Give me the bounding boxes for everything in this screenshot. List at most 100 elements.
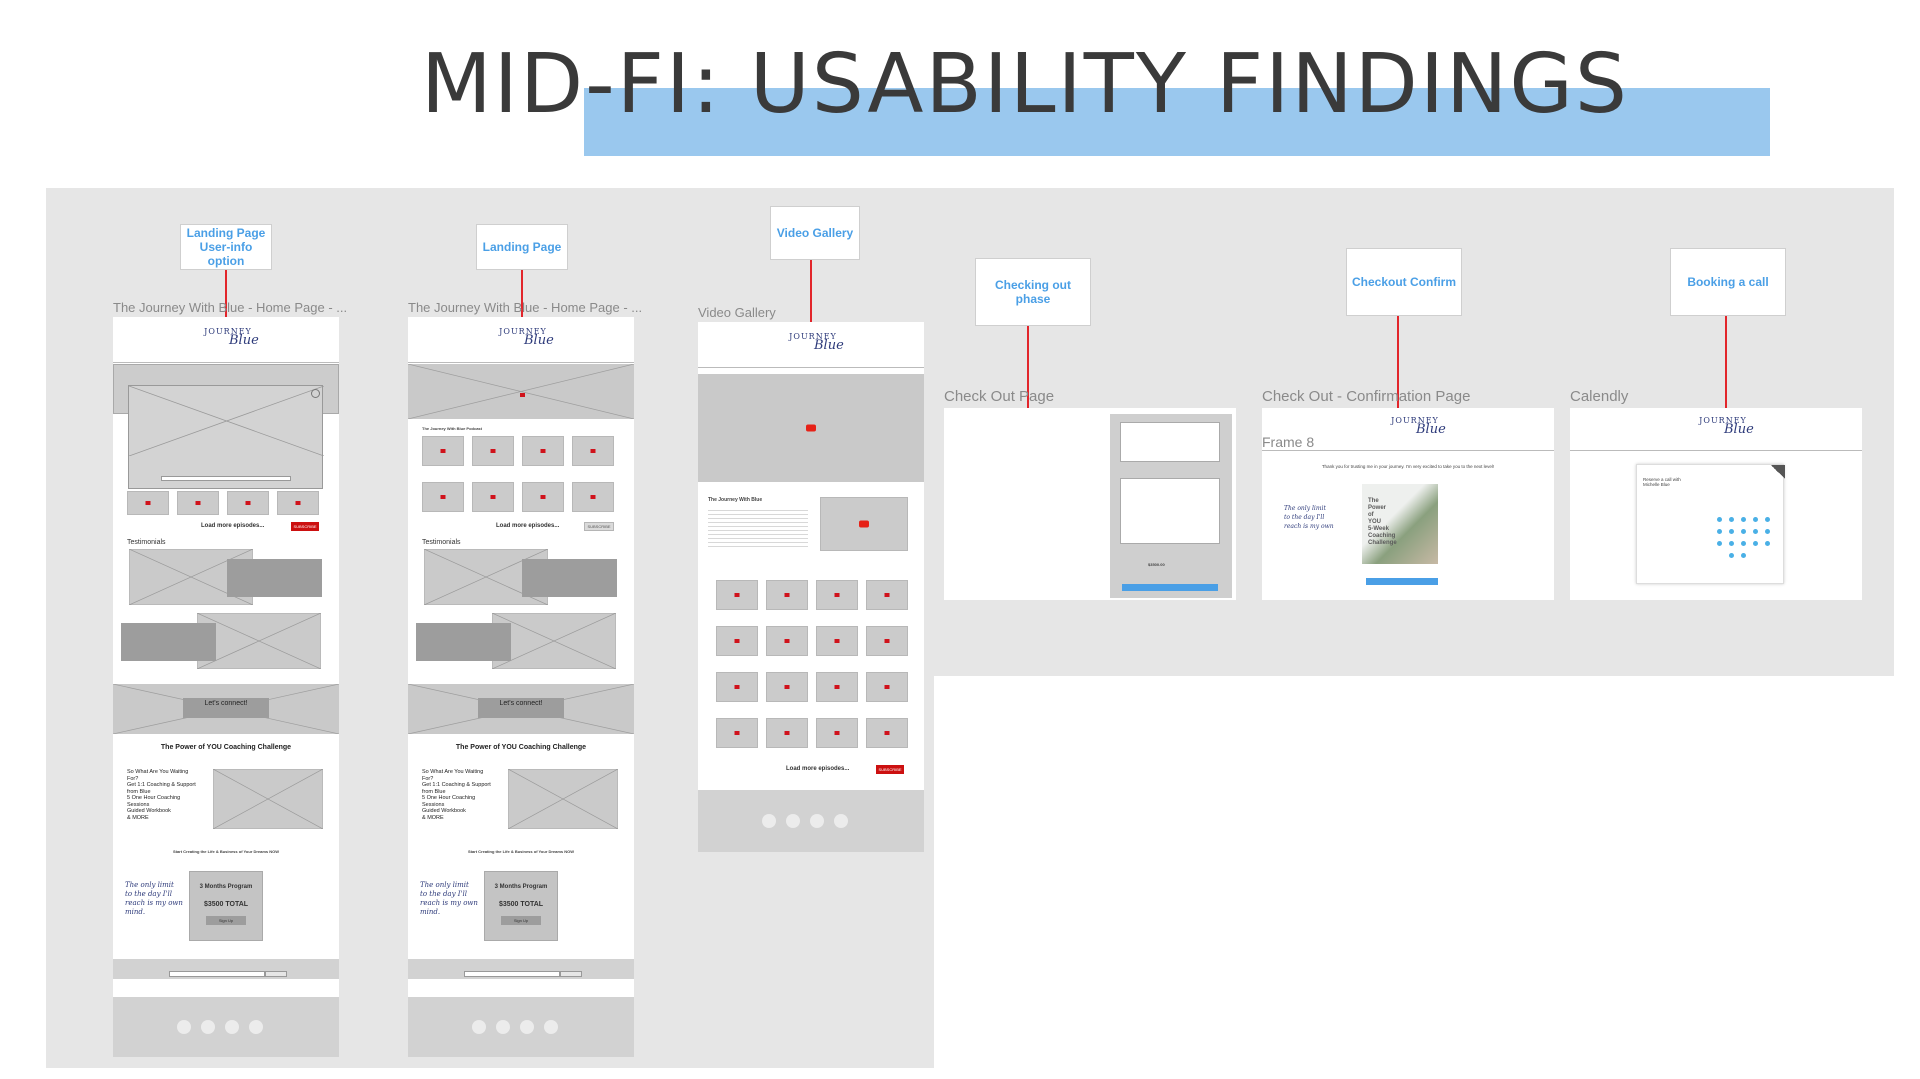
video-thumbnail[interactable] <box>716 626 758 656</box>
video-thumbnail[interactable] <box>766 580 808 610</box>
testimonials-heading: Testimonials <box>422 539 461 546</box>
social-icon[interactable] <box>201 1020 215 1034</box>
newsletter-email-field[interactable] <box>464 971 560 977</box>
social-icon[interactable] <box>249 1020 263 1034</box>
newsletter-submit-button[interactable] <box>265 971 287 977</box>
video-thumbnail[interactable] <box>766 718 808 748</box>
frame-title-confirm: Check Out - Confirmation Page <box>1262 388 1471 405</box>
challenge-heading: The Power of YOU Coaching Challenge <box>160 744 292 751</box>
video-thumbnail[interactable] <box>866 718 908 748</box>
newsletter-submit-button[interactable] <box>560 971 582 977</box>
schedule-call-button[interactable] <box>1366 578 1438 585</box>
email-field[interactable] <box>161 476 291 481</box>
sign-up-button[interactable]: Sign Up <box>206 916 246 925</box>
video-thumbnail[interactable] <box>866 626 908 656</box>
footer <box>113 997 339 1057</box>
testimonial-card <box>522 559 617 597</box>
social-icon[interactable] <box>177 1020 191 1034</box>
play-icon[interactable] <box>806 424 816 432</box>
load-more-link[interactable]: Load more episodes... <box>496 523 560 529</box>
episode-thumbnail[interactable] <box>177 491 219 515</box>
nav-bar <box>1262 450 1554 451</box>
checkout-button[interactable] <box>1122 584 1218 591</box>
lets-connect-button[interactable]: Let's connect! <box>183 698 269 718</box>
newsletter-email-field[interactable] <box>169 971 265 977</box>
program-card: 3 Months Program $3500 TOTAL Sign Up <box>189 871 263 941</box>
frame-title-calendly: Calendly <box>1570 388 1629 405</box>
episode-thumbnail[interactable] <box>472 436 514 466</box>
checkout-panel: $3500.00 <box>1110 414 1232 598</box>
frame-title-video: Video Gallery <box>698 305 776 320</box>
video-thumbnail[interactable] <box>716 580 758 610</box>
program-card: 3 Months Program $3500 TOTAL Sign Up <box>484 871 558 941</box>
episode-thumbnail[interactable] <box>227 491 269 515</box>
social-icon[interactable] <box>810 814 824 828</box>
sign-up-button[interactable]: Sign Up <box>501 916 541 925</box>
hero-marker <box>520 393 525 397</box>
testimonial-card <box>121 623 216 661</box>
callout-landing[interactable]: Landing Page <box>476 224 568 270</box>
social-icon[interactable] <box>520 1020 534 1034</box>
testimonial-card <box>227 559 322 597</box>
featured-video[interactable] <box>698 374 924 482</box>
logo: JOURNEY Blue <box>499 327 554 348</box>
load-more-link[interactable]: Load more episodes... <box>786 766 850 772</box>
nav-bar <box>408 362 634 363</box>
video-thumbnail[interactable] <box>866 580 908 610</box>
episode-thumbnail[interactable] <box>522 482 564 512</box>
video-thumbnail[interactable] <box>716 718 758 748</box>
callout-landing-user-info[interactable]: Landing Page User-info option <box>180 224 272 270</box>
social-icon[interactable] <box>472 1020 486 1034</box>
page-title: MID-FI: USABILITY FINDINGS <box>421 37 1629 132</box>
episode-thumbnail[interactable] <box>572 482 614 512</box>
episode-thumbnail[interactable] <box>422 436 464 466</box>
video-thumbnail[interactable] <box>816 580 858 610</box>
reserve-call-text: Reserve a call with Michelle Blue <box>1643 477 1681 487</box>
start-creating-line: Start Creating the Life & Business of Yo… <box>172 849 280 854</box>
callout-booking-call[interactable]: Booking a call <box>1670 248 1786 316</box>
episode-thumbnail[interactable] <box>572 436 614 466</box>
thank-you-message: Thank you for trusting me in your journe… <box>1321 464 1495 469</box>
user-info-modal <box>128 385 324 489</box>
episode-thumbnail[interactable] <box>277 491 319 515</box>
challenge-image-placeholder <box>213 769 323 829</box>
calendly-widget[interactable]: Reserve a call with Michelle Blue <box>1636 464 1785 584</box>
callout-checkout-confirm[interactable]: Checkout Confirm <box>1346 248 1462 316</box>
episode-thumbnail[interactable] <box>522 436 564 466</box>
video-thumbnail[interactable] <box>816 672 858 702</box>
video-thumbnail[interactable] <box>716 672 758 702</box>
social-icon[interactable] <box>225 1020 239 1034</box>
callout-checking-out[interactable]: Checking out phase <box>975 258 1091 326</box>
episode-thumbnail[interactable] <box>472 482 514 512</box>
frame-title-checkout: Check Out Page <box>944 388 1055 405</box>
video-thumbnail[interactable] <box>766 672 808 702</box>
social-icon[interactable] <box>762 814 776 828</box>
billing-form[interactable] <box>1120 478 1220 544</box>
wireframe-calendly: JOURNEY Blue Reserve a call with Michell… <box>1570 408 1862 600</box>
social-icon[interactable] <box>544 1020 558 1034</box>
social-icon[interactable] <box>496 1020 510 1034</box>
video-thumbnail[interactable] <box>816 626 858 656</box>
subscribe-button[interactable]: SUBSCRIBE <box>876 765 904 774</box>
play-icon[interactable] <box>859 520 869 528</box>
load-more-link[interactable]: Load more episodes... <box>201 523 265 529</box>
wireframe-home-page-2: JOURNEY Blue The Journey With Blue Podca… <box>408 317 634 1057</box>
callout-video-gallery[interactable]: Video Gallery <box>770 206 860 260</box>
social-icon[interactable] <box>834 814 848 828</box>
video-thumbnail[interactable] <box>816 718 858 748</box>
subscribe-button[interactable]: SUBSCRIBE <box>291 522 319 531</box>
close-icon[interactable] <box>311 389 320 398</box>
social-icon[interactable] <box>786 814 800 828</box>
intro-video[interactable] <box>820 497 908 551</box>
wireframe-checkout-page: $3500.00 <box>944 408 1236 600</box>
episode-thumbnail[interactable] <box>127 491 169 515</box>
subscribe-button[interactable]: SUBSCRIBE <box>584 522 614 531</box>
episode-thumbnail[interactable] <box>422 482 464 512</box>
logo: JOURNEY Blue <box>789 332 844 353</box>
lets-connect-button[interactable]: Let's connect! <box>478 698 564 718</box>
frame-title-home2: The Journey With Blue - Home Page - ... <box>408 300 643 315</box>
video-thumbnail[interactable] <box>766 626 808 656</box>
video-thumbnail[interactable] <box>866 672 908 702</box>
wireframe-video-gallery: JOURNEY Blue The Journey With Blue Load … <box>698 322 924 852</box>
